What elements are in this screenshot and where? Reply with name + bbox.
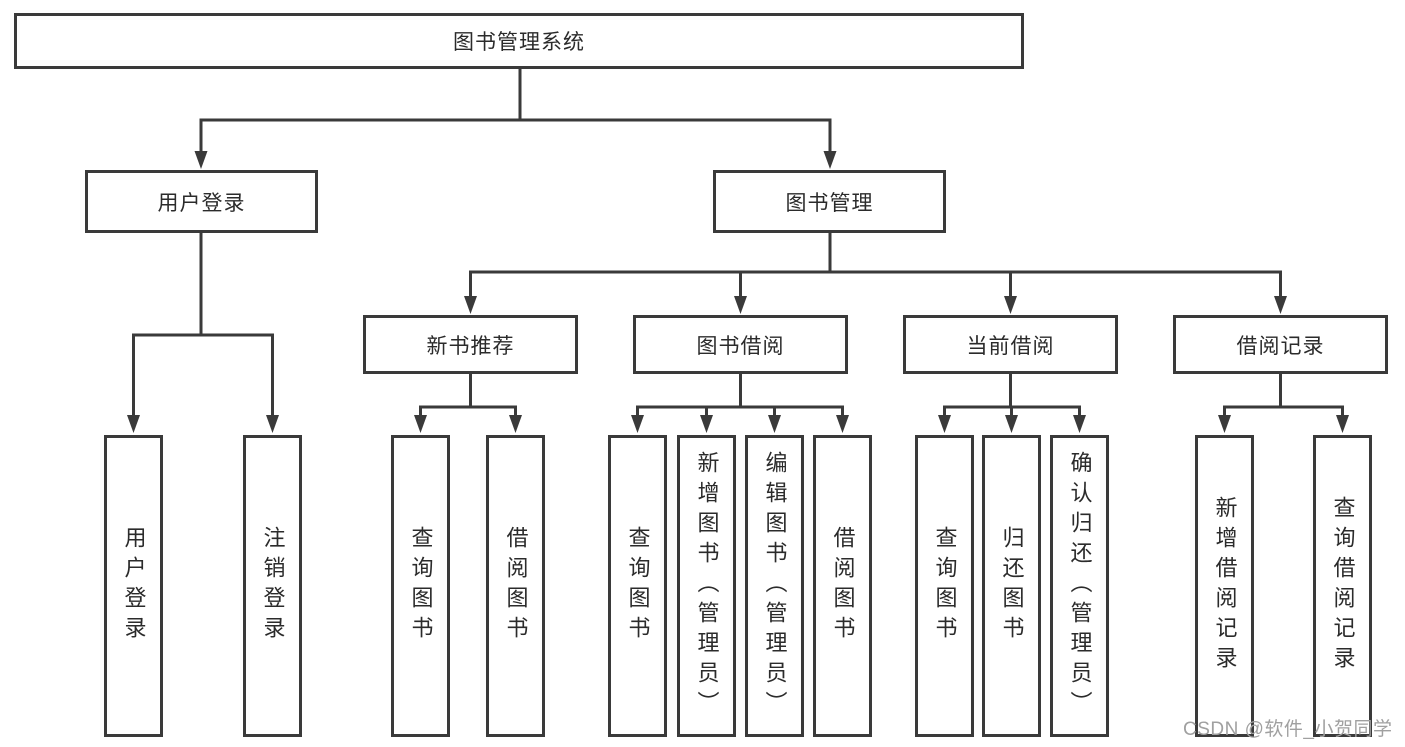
- leaf-label: 确认归还（管理员）: [1067, 451, 1093, 721]
- leaf-add-book-admin: 新增图书（管理员）: [677, 435, 736, 737]
- leaf-label: 注销登录: [260, 526, 286, 646]
- leaf-logout: 注销登录: [243, 435, 302, 737]
- node-label: 图书管理: [785, 191, 874, 215]
- node-label: 用户登录: [157, 191, 246, 215]
- leaf-label: 新增图书（管理员）: [694, 451, 720, 721]
- leaf-query-books-recommend: 查询图书: [391, 435, 450, 737]
- csdn-watermark: CSDN @软件_小贺同学: [1183, 719, 1393, 740]
- leaf-label: 归还图书: [999, 526, 1025, 646]
- node-label: 借阅记录: [1236, 334, 1325, 358]
- leaf-label: 编辑图书（管理员）: [762, 451, 788, 721]
- leaf-query-borrow-record: 查询借阅记录: [1313, 435, 1372, 737]
- leaf-user-login: 用户登录: [104, 435, 163, 737]
- leaf-label: 查询图书: [932, 526, 958, 646]
- node-library-management-system: 图书管理系统: [14, 13, 1024, 69]
- leaf-label: 用户登录: [121, 526, 147, 646]
- arrowhead-icons: [127, 151, 1349, 433]
- node-book-management: 图书管理: [713, 170, 946, 233]
- leaf-label: 借阅图书: [830, 526, 856, 646]
- leaf-query-books-current: 查询图书: [915, 435, 974, 737]
- node-user-login: 用户登录: [85, 170, 318, 233]
- leaf-label: 查询借阅记录: [1330, 496, 1356, 676]
- leaf-query-books-borrowing: 查询图书: [608, 435, 667, 737]
- node-label: 当前借阅: [966, 334, 1055, 358]
- leaf-return-book: 归还图书: [982, 435, 1041, 737]
- leaf-label: 借阅图书: [503, 526, 529, 646]
- node-label: 图书借阅: [696, 334, 785, 358]
- leaf-label: 查询图书: [625, 526, 651, 646]
- leaf-label: 新增借阅记录: [1212, 496, 1238, 676]
- node-current-borrowing: 当前借阅: [903, 315, 1118, 374]
- node-label: 新书推荐: [426, 334, 515, 358]
- leaf-confirm-return-admin: 确认归还（管理员）: [1050, 435, 1109, 737]
- leaf-label: 查询图书: [408, 526, 434, 646]
- node-borrowing-records: 借阅记录: [1173, 315, 1388, 374]
- leaf-borrow-books-borrowing: 借阅图书: [813, 435, 872, 737]
- leaf-borrow-books-recommend: 借阅图书: [486, 435, 545, 737]
- leaf-add-borrow-record: 新增借阅记录: [1195, 435, 1254, 737]
- node-label: 图书管理系统: [453, 31, 585, 54]
- node-new-book-recommend: 新书推荐: [363, 315, 578, 374]
- leaf-edit-book-admin: 编辑图书（管理员）: [745, 435, 804, 737]
- node-book-borrowing: 图书借阅: [633, 315, 848, 374]
